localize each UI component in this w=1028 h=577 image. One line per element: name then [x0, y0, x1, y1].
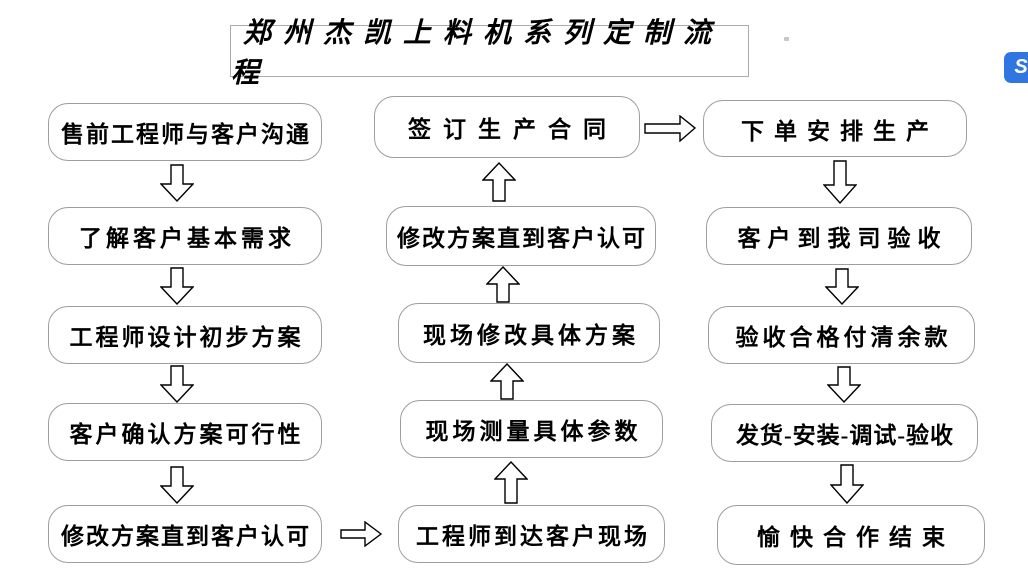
dust-speck	[784, 37, 789, 41]
flow-node-customer-acceptance: 客户到我司验收	[706, 207, 972, 265]
arrow-up-icon	[490, 363, 524, 400]
flow-node-place-order: 下单安排生产	[703, 100, 967, 157]
flow-node-sign-contract: 签订生产合同	[374, 96, 640, 158]
flow-node-confirm-feasibility: 客户确认方案可行性	[48, 403, 322, 461]
arrow-down-icon	[823, 160, 857, 204]
flowchart-title-box: 郑州杰凯上料机系列定制流程	[230, 18, 749, 89]
arrow-right-icon	[644, 115, 696, 142]
browser-overlay-s-icon[interactable]: S	[1004, 52, 1028, 83]
arrow-down-icon	[160, 466, 194, 504]
arrow-down-icon	[827, 366, 861, 403]
flow-node-onsite-measure: 现场测量具体参数	[400, 400, 663, 458]
arrow-down-icon	[830, 464, 864, 504]
flow-node-ship-install-debug: 发货-安装-调试-验收	[711, 404, 978, 462]
flow-node-engineer-arrives: 工程师到达客户现场	[398, 505, 665, 563]
flow-node-revise-until-approved-2: 修改方案直到客户认可	[386, 206, 656, 266]
flow-node-onsite-modify-plan: 现场修改具体方案	[398, 303, 660, 363]
arrow-up-icon	[482, 162, 516, 202]
flow-node-preliminary-design: 工程师设计初步方案	[48, 306, 322, 364]
arrow-down-icon	[160, 365, 194, 403]
arrow-right-icon	[340, 521, 382, 547]
flowchart-title: 郑州杰凯上料机系列定制流程	[231, 18, 724, 89]
flow-node-cooperation-ends: 愉快合作结束	[717, 505, 985, 565]
arrow-down-icon	[825, 268, 859, 305]
arrow-down-icon	[160, 164, 194, 202]
flow-node-revise-until-approved-1: 修改方案直到客户认可	[48, 505, 322, 563]
flow-node-pay-balance: 验收合格付清余款	[708, 306, 975, 364]
arrow-up-icon	[486, 266, 520, 303]
s-logo-icon: S	[1014, 56, 1028, 78]
arrow-down-icon	[160, 267, 194, 305]
flow-node-understand-needs: 了解客户基本需求	[48, 207, 322, 265]
arrow-up-icon	[494, 461, 528, 504]
flow-node-presale-communication: 售前工程师与客户沟通	[48, 103, 322, 161]
